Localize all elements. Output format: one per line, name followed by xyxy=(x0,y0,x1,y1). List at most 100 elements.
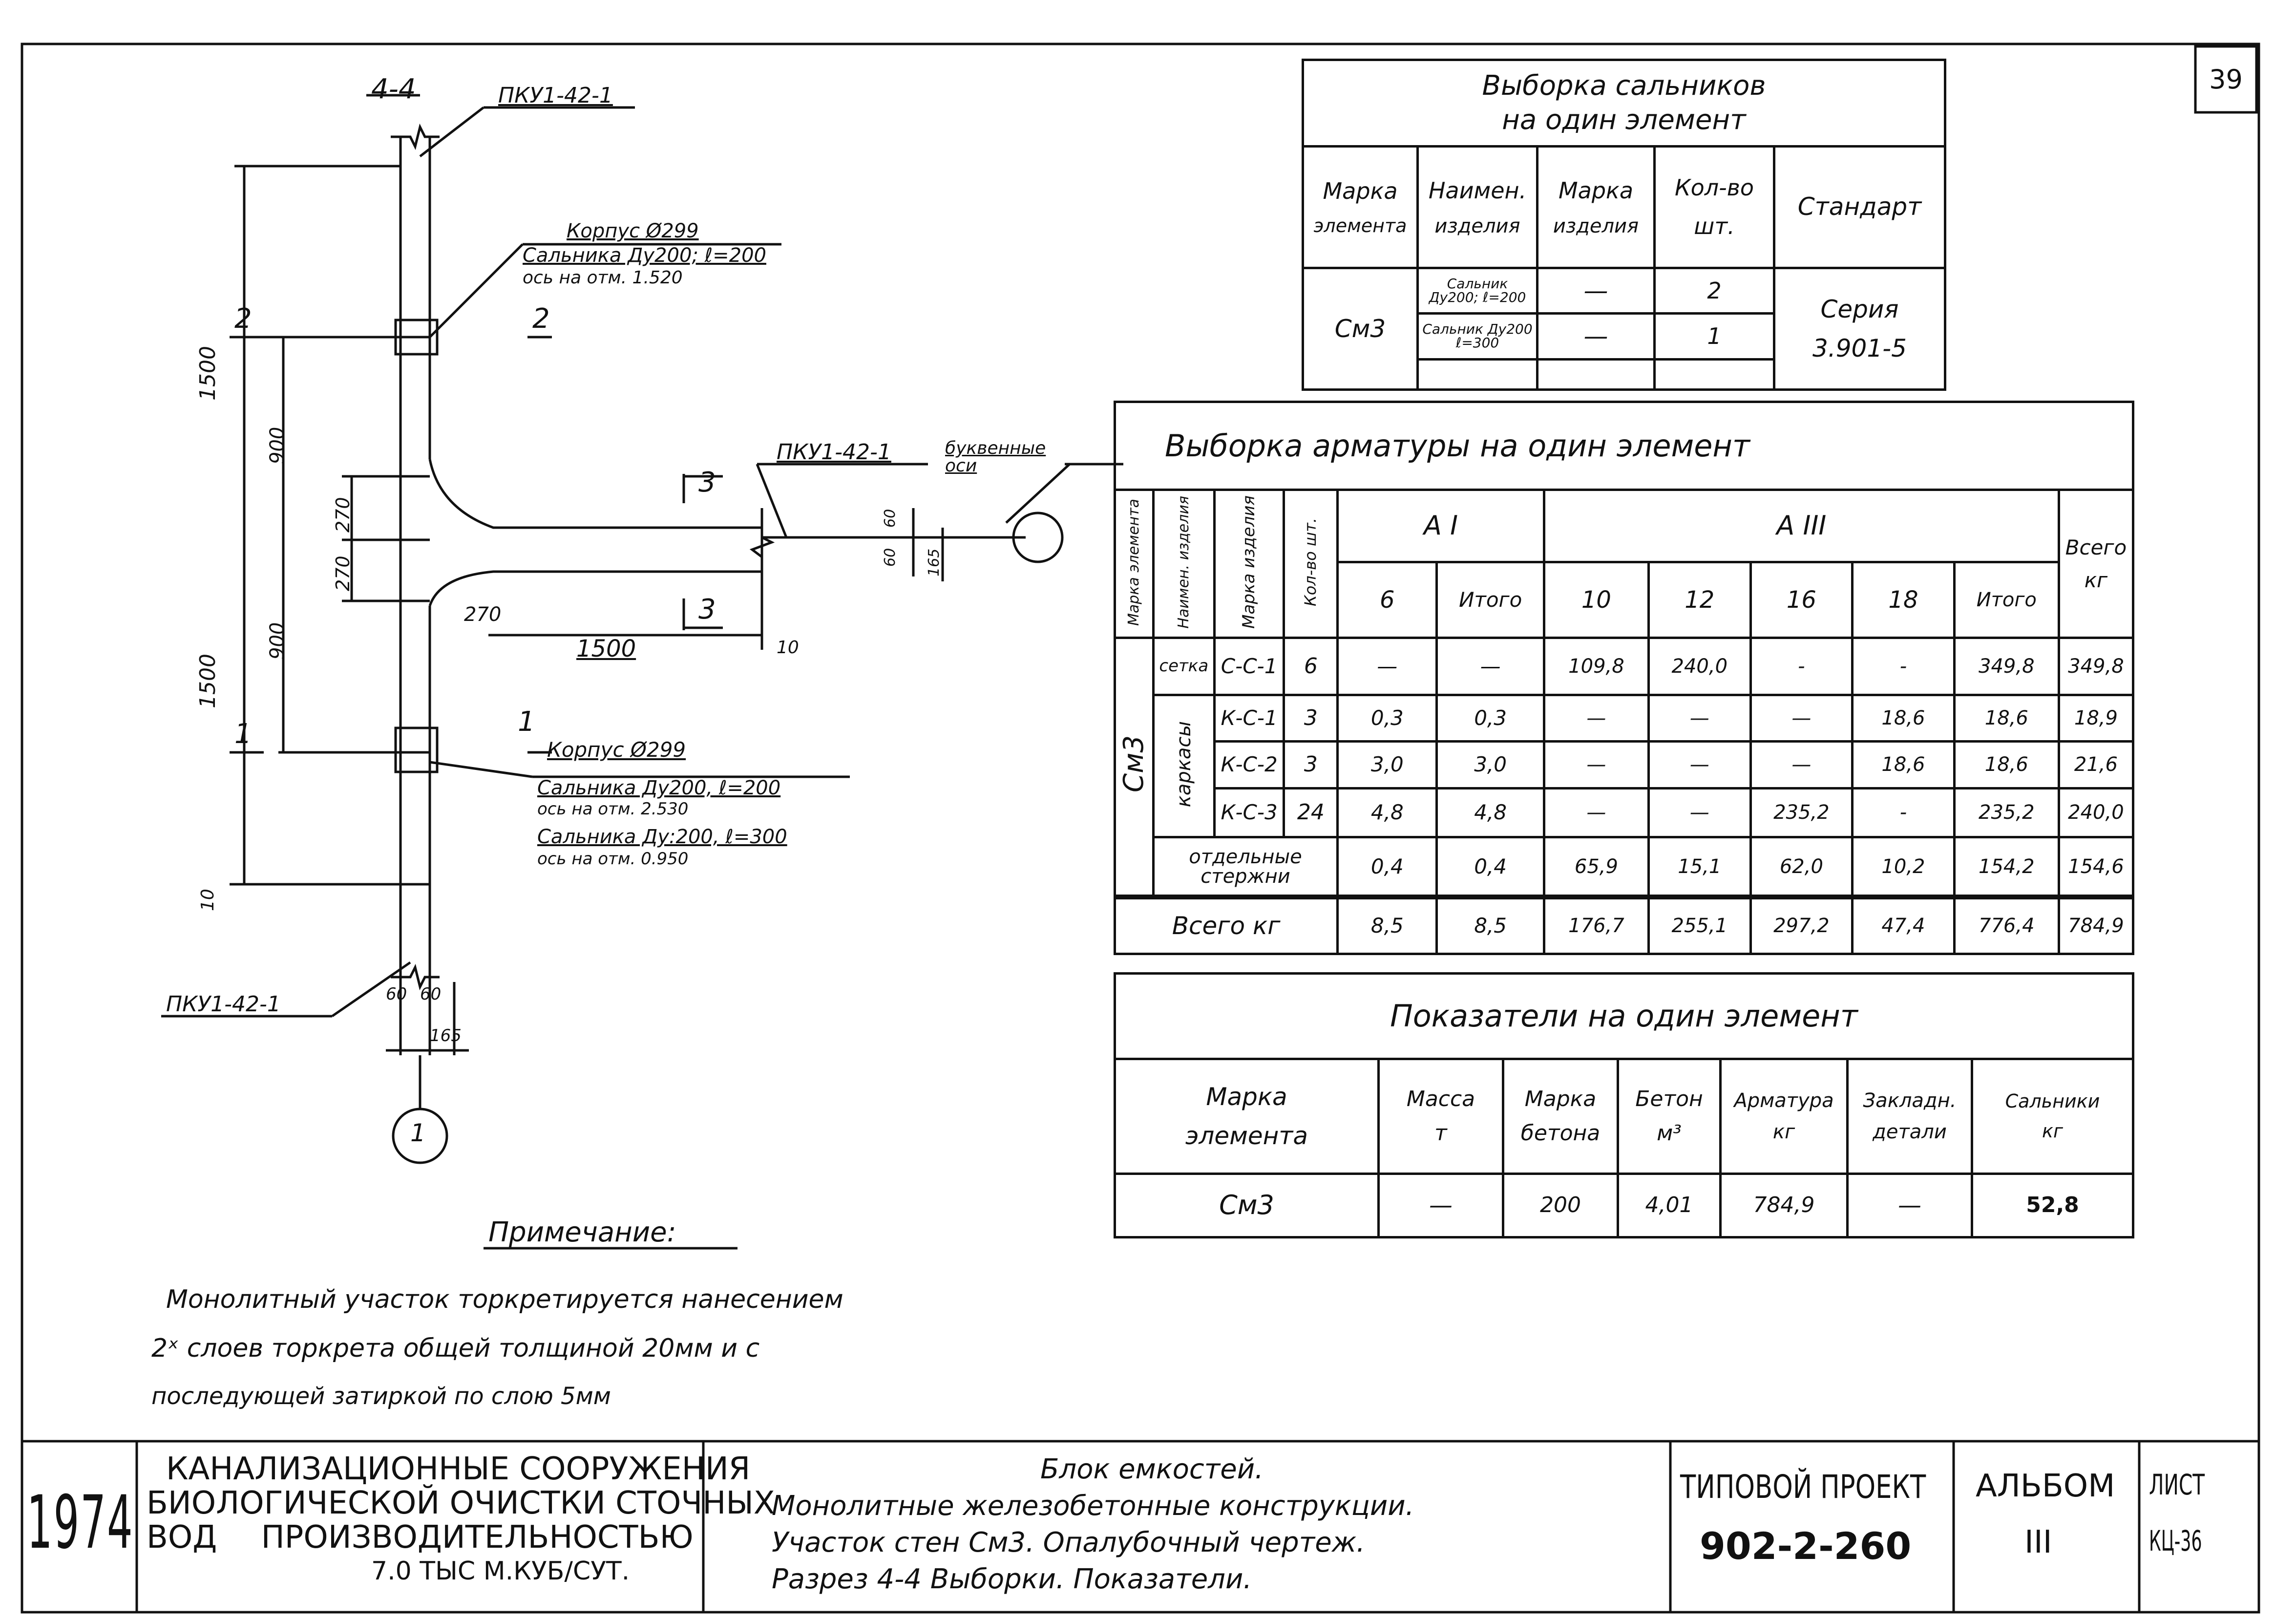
cell: 10,2 xyxy=(1851,836,1956,898)
cell: — xyxy=(1542,693,1650,743)
row-mark: К-С-1 xyxy=(1213,693,1285,743)
dim-text: 1500 xyxy=(195,654,220,708)
cell: — xyxy=(1846,1173,1973,1238)
dim-text: 900 xyxy=(266,427,289,464)
total-cell: 47,4 xyxy=(1851,894,1956,955)
row-qty: 24 xyxy=(1283,787,1339,839)
os-label-top: ось на отм. 1.520 xyxy=(523,268,683,288)
typovoy-label: ТИПОВОЙ ПРОЕКТ xyxy=(1680,1468,1926,1506)
salniki-empty-cell xyxy=(1536,358,1656,391)
project-line: КАНАЛИЗАЦИОННЫЕ СООРУЖЕНИЯ xyxy=(166,1451,751,1487)
cell: См3 xyxy=(1114,1173,1380,1238)
cell: — xyxy=(1336,637,1438,696)
cell: 18,6 xyxy=(1953,740,2060,789)
armatura-element: См3 xyxy=(1114,637,1155,898)
section-title: 4-4 xyxy=(371,73,416,105)
cell: — xyxy=(1749,693,1854,743)
cell: 784,9 xyxy=(1719,1173,1849,1238)
list-number: КЦ-36 xyxy=(2149,1524,2202,1557)
header-col: Итого xyxy=(1953,561,2060,640)
note-line: Монолитный участок торкретируется нанесе… xyxy=(166,1285,843,1314)
salniki-row-name: Сальник Ду200 ℓ=300 xyxy=(1416,312,1538,361)
total-cell: 255,1 xyxy=(1647,894,1752,955)
dim-text: 270 xyxy=(332,497,354,533)
cell: 4,01 xyxy=(1617,1173,1722,1238)
dim-text: 1500 xyxy=(576,635,636,662)
cell: — xyxy=(1749,740,1854,789)
cell: 0,3 xyxy=(1336,693,1438,743)
cut-1-left: 1 xyxy=(234,718,252,750)
salniki-row-qty: 2 xyxy=(1653,266,1775,315)
cell: 52,8 xyxy=(1971,1173,2134,1238)
desc-line: Блок емкостей. xyxy=(1040,1453,1264,1485)
row-mark: К-С-2 xyxy=(1213,740,1285,789)
header-col: 6 xyxy=(1336,561,1438,640)
dim-text: 60 xyxy=(386,984,407,1004)
desc-line: Разрез 4-4 Выборки. Показатели. xyxy=(772,1563,1252,1595)
salniki-empty-cell xyxy=(1653,358,1775,391)
header-marka-izdeliya: Марка изделия xyxy=(1213,489,1285,640)
cell: 62,0 xyxy=(1749,836,1854,898)
cell: 18,6 xyxy=(1851,693,1956,743)
salnik-label-bottom-1: Сальника Ду200, ℓ=200 xyxy=(537,777,781,799)
row-mark: К-С-3 xyxy=(1213,787,1285,839)
list-label: ЛИСТ xyxy=(2149,1468,2205,1501)
row-qty: 6 xyxy=(1283,637,1339,696)
dim-text: 165 xyxy=(430,1026,462,1045)
header-col: 18 xyxy=(1851,561,1956,640)
header-standart: Стандарт xyxy=(1773,145,1946,269)
header-marka-elementa: Марка элемента xyxy=(1114,489,1155,640)
desc-line: Участок стен См3. Опалубочный чертеж. xyxy=(772,1527,1365,1558)
sheet-number: 39 xyxy=(2209,64,2243,95)
cell: — xyxy=(1647,787,1752,839)
total-cell: 784,9 xyxy=(2057,894,2135,955)
cell: 18,6 xyxy=(1953,693,2060,743)
total-label: Всего кг xyxy=(1113,894,1339,955)
os-label-bottom-2: ось на отм. 0.950 xyxy=(537,849,689,869)
header-class-a3: А III xyxy=(1542,489,2060,564)
cell: — xyxy=(1542,740,1650,789)
cell: 240,0 xyxy=(2057,787,2135,839)
album-number: III xyxy=(2024,1524,2052,1560)
cell: 109,8 xyxy=(1542,637,1650,696)
cell: — xyxy=(1647,740,1752,789)
cell: 18,6 xyxy=(1851,740,1956,789)
cell: 0,3 xyxy=(1435,693,1545,743)
total-cell: 776,4 xyxy=(1953,894,2060,955)
dim-text: 270 xyxy=(464,603,502,626)
section-4-4-drawing xyxy=(161,94,1123,1250)
salniki-row-mark: — xyxy=(1536,266,1656,315)
header-col: 16 xyxy=(1749,561,1854,640)
note-line: последующей затиркой по слою 5мм xyxy=(151,1383,611,1410)
cell: 15,1 xyxy=(1647,836,1752,898)
dim-text: 270 xyxy=(332,555,354,591)
header-kol: Кол-во шт. xyxy=(1283,489,1339,640)
korpus-label-bottom: Корпус Ø299 xyxy=(547,738,686,762)
note-heading: Примечание: xyxy=(488,1216,676,1248)
header-naimen: Наимен.изделия xyxy=(1416,145,1538,269)
cell: — xyxy=(1377,1173,1504,1238)
cell: - xyxy=(1851,787,1956,839)
salniki-empty-cell xyxy=(1416,358,1538,391)
cell: — xyxy=(1542,787,1650,839)
dim-text: 1500 xyxy=(195,346,220,401)
header-class-a1: А I xyxy=(1336,489,1545,564)
dim-text: 900 xyxy=(266,622,289,660)
group-setka: сетка xyxy=(1152,637,1216,696)
year: 1974 xyxy=(27,1480,134,1565)
cell: 349,8 xyxy=(1953,637,2060,696)
cell: 0,4 xyxy=(1435,836,1545,898)
project-line: БИОЛОГИЧЕСКОЙ ОЧИСТКИ СТОЧНЫХ xyxy=(147,1485,775,1521)
pku-label-top: ПКУ1-42-1 xyxy=(498,83,613,108)
row-qty: 3 xyxy=(1283,693,1339,743)
cell: 235,2 xyxy=(1953,787,2060,839)
letter-axes-label: буквенные оси xyxy=(945,438,1046,476)
